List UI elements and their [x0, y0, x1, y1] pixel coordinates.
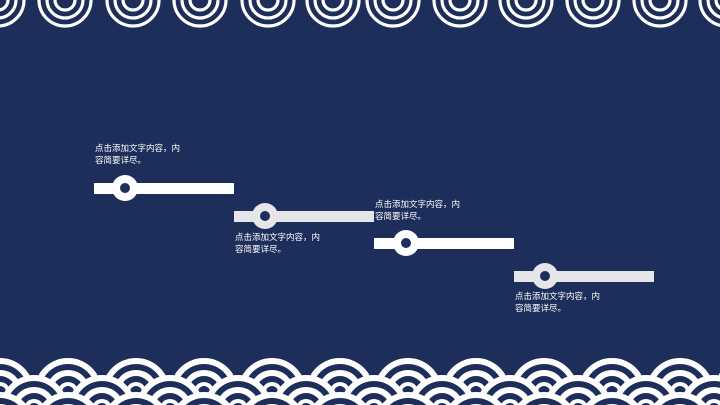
step-2-caption[interactable]: 点击添加文字内容，内 容简要详尽。: [235, 233, 321, 255]
step-3-caption[interactable]: 点击添加文字内容，内 容简要详尽。: [375, 200, 461, 222]
step-4-caption[interactable]: 点击添加文字内容，内 容简要详尽。: [515, 292, 601, 314]
step-4-bar: [514, 271, 654, 282]
bottom-wave-pattern: [0, 358, 720, 405]
step-3-bar: [374, 238, 514, 249]
step-3-node-icon: [393, 230, 419, 256]
step-1-node-icon: [112, 175, 138, 201]
step-1-bar: [94, 183, 234, 194]
step-2-node-icon: [252, 203, 278, 229]
top-wave-pattern: [0, 0, 720, 28]
step-2-bar: [234, 211, 374, 222]
step-4-node-icon: [532, 263, 558, 289]
step-1-caption[interactable]: 点击添加文字内容，内 容简要详尽。: [95, 144, 181, 166]
